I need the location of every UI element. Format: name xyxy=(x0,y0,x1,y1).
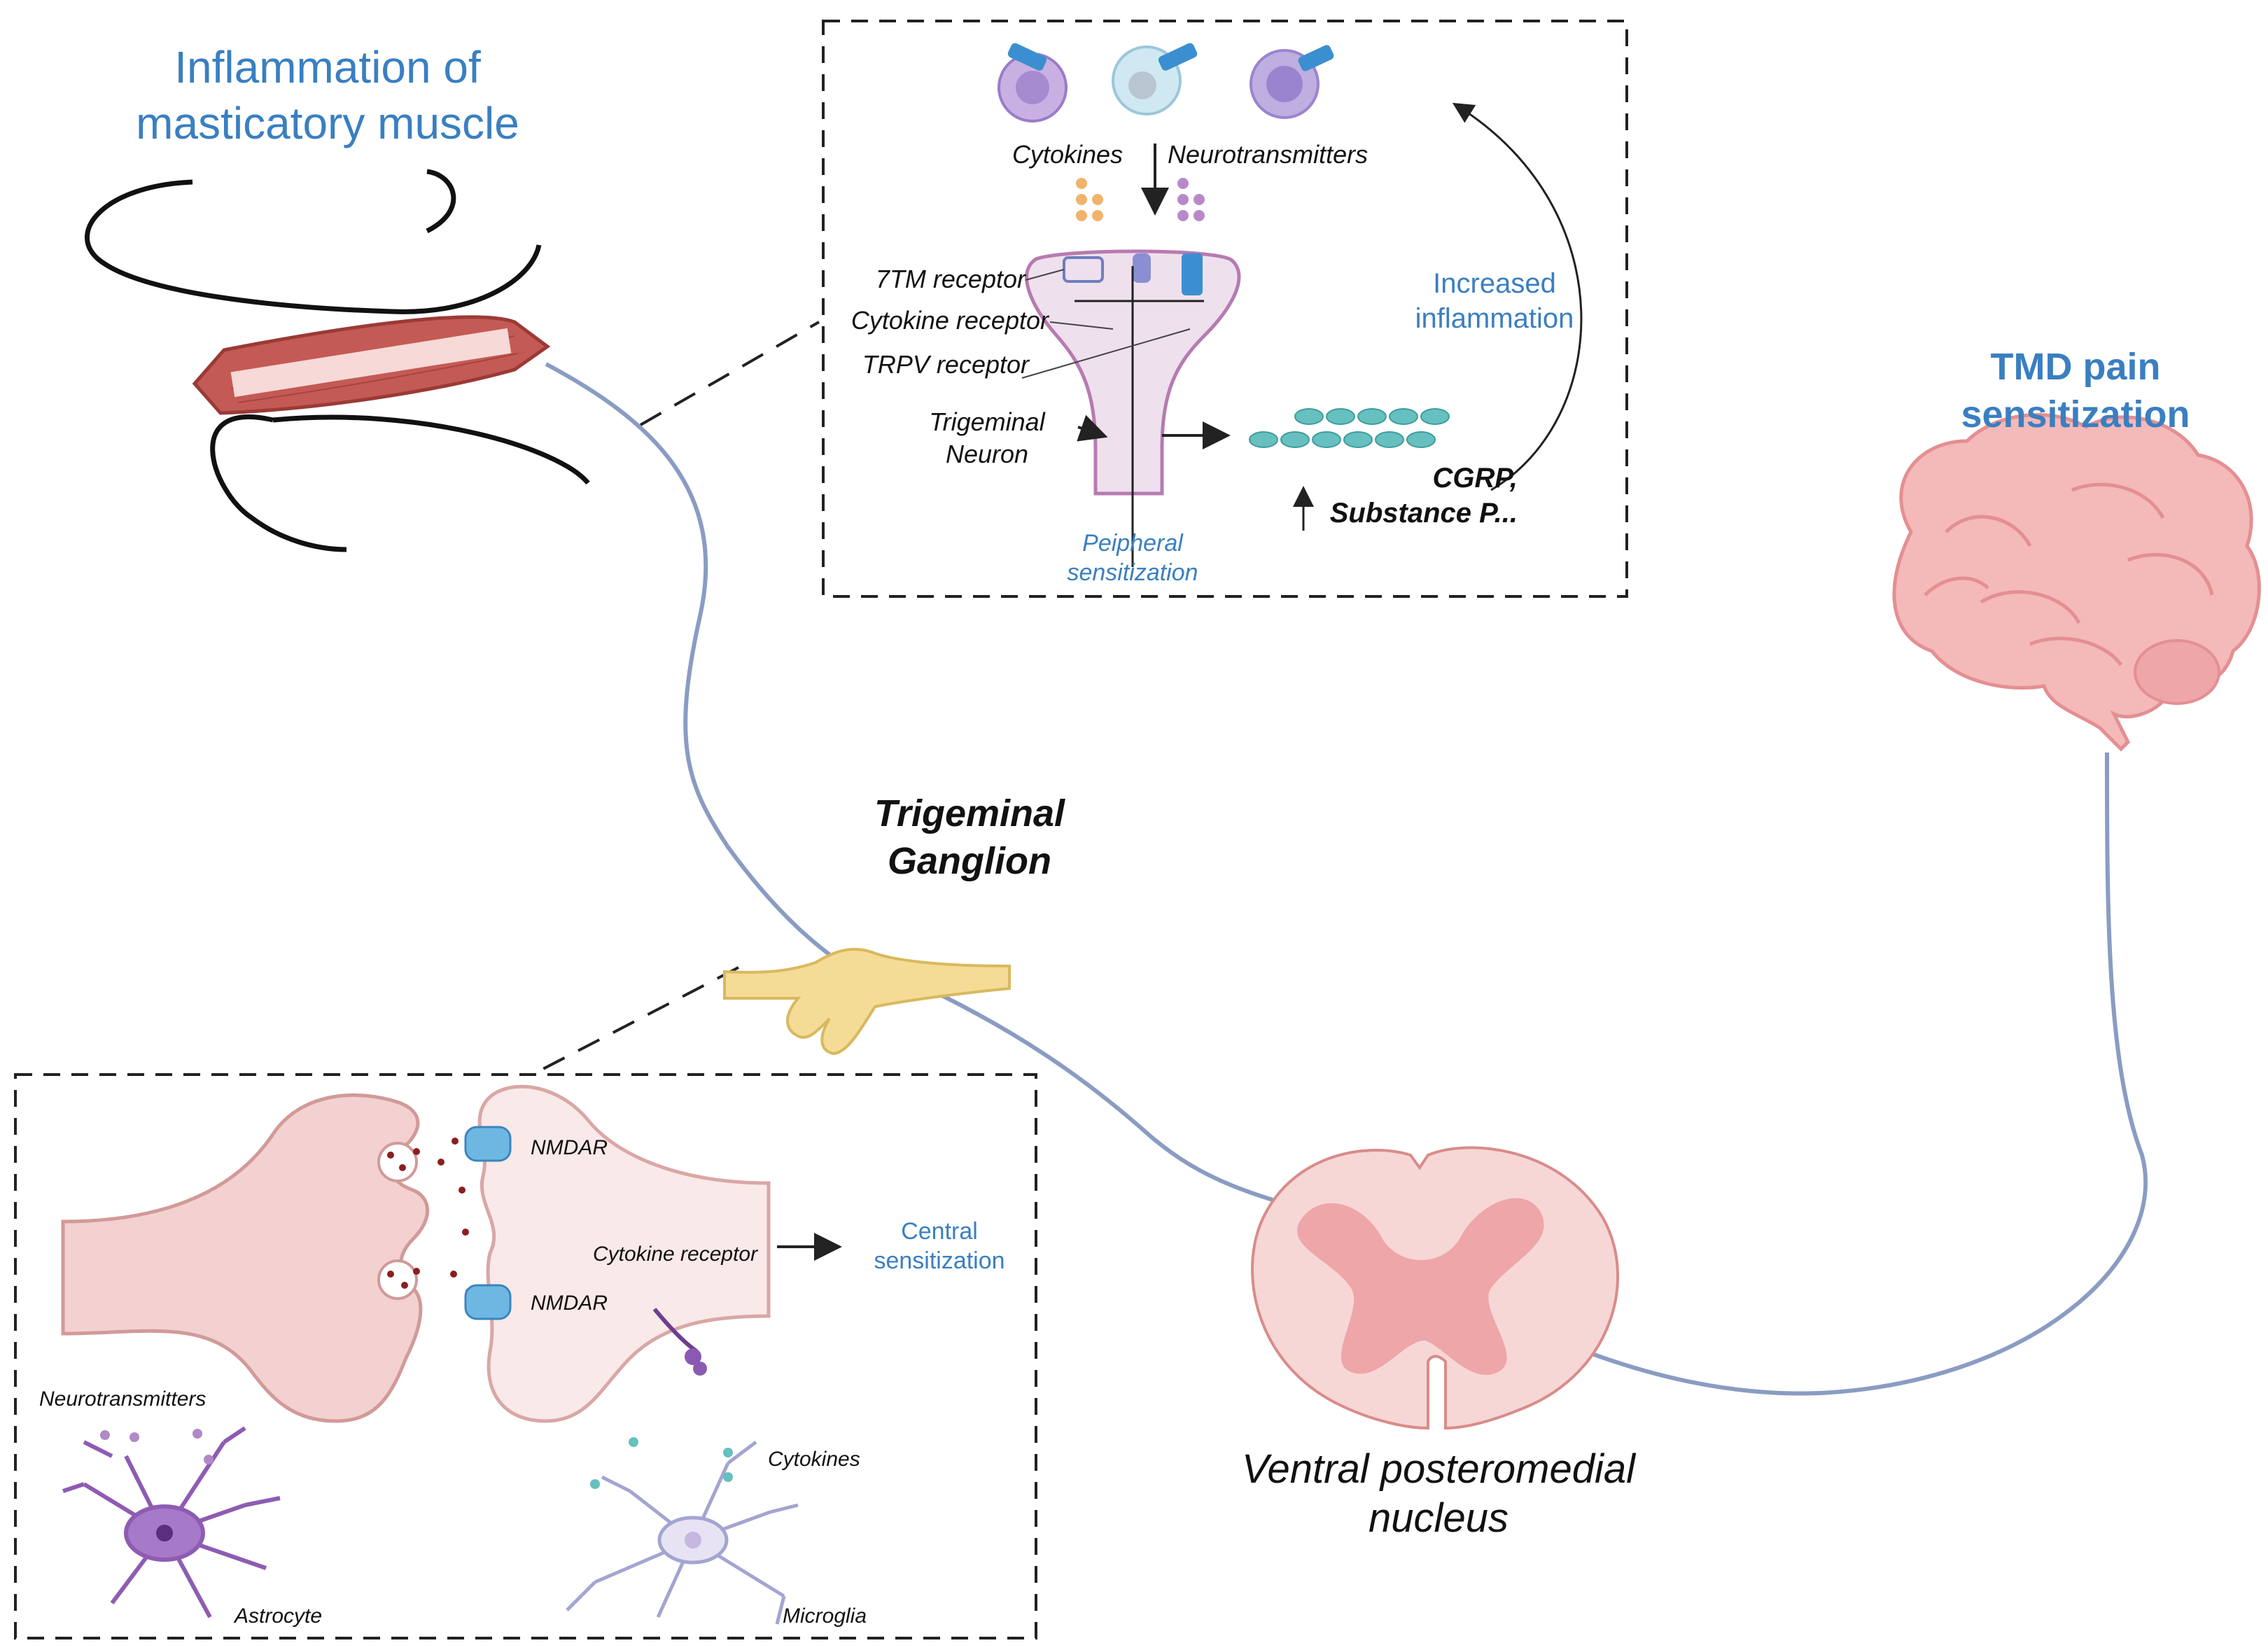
label-7tm-receptor: 7TM receptor xyxy=(875,265,1026,293)
label-cytokine-receptor-central: Cytokine receptor xyxy=(593,1243,758,1266)
label-cytokine-receptor: Cytokine receptor xyxy=(850,306,1049,335)
synapse-icon xyxy=(61,1084,771,1423)
label-nmdar-bottom: NMDAR xyxy=(531,1292,608,1315)
muscle-icon xyxy=(84,169,590,552)
label-cytokines-central: Cytokines xyxy=(768,1448,860,1471)
connector-ganglion-box xyxy=(538,966,739,1072)
central-box xyxy=(14,1073,1037,1639)
peripheral-box xyxy=(822,20,1628,598)
cytokine-dots-central xyxy=(590,1437,733,1489)
ganglion-icon xyxy=(723,947,1011,1056)
nerve-ganglion-vpm xyxy=(909,978,1338,1220)
label-nmdar-top: NMDAR xyxy=(531,1136,608,1159)
label-neurotransmitters: Neurotransmitters xyxy=(1168,140,1368,169)
label-cytokines: Cytokines xyxy=(1011,140,1123,169)
cytokine-dots xyxy=(1076,178,1205,221)
astrocyte-icon xyxy=(62,1426,281,1618)
label-microglia: Microglia xyxy=(783,1604,867,1628)
brain-icon xyxy=(1892,413,2261,752)
spinal-cord-icon xyxy=(1251,1146,1619,1430)
connector-muscle-box xyxy=(640,321,820,426)
nerve-muscle-ganglion xyxy=(545,362,848,970)
label-cgrp: CGRP,Substance P... xyxy=(1329,463,1518,529)
microglia-icon xyxy=(566,1441,799,1625)
neurotransmitter-dots xyxy=(100,1429,214,1464)
label-astrocyte: Astrocyte xyxy=(234,1604,323,1628)
label-trpv-receptor: TRPV receptor xyxy=(862,350,1029,379)
immune-cell-icon xyxy=(997,43,1334,123)
cgrp-vesicles xyxy=(1249,408,1450,448)
label-neurotransmitters-central: Neurotransmitters xyxy=(39,1387,206,1411)
